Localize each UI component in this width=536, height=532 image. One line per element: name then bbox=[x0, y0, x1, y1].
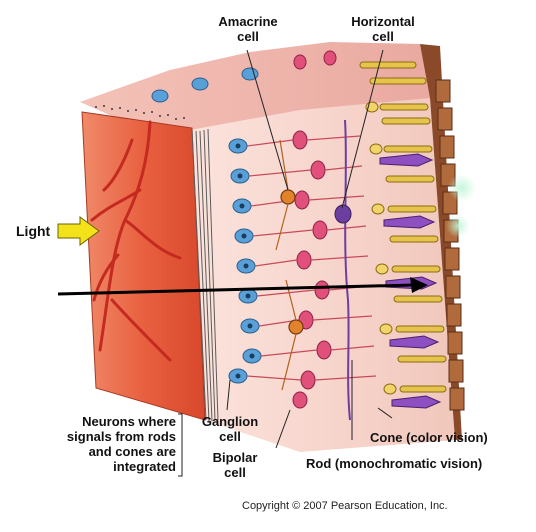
cone-label: Cone (color vision) bbox=[370, 430, 488, 445]
amacrine-cells bbox=[280, 189, 304, 335]
retina-cell-layers bbox=[190, 98, 455, 452]
neurons-label-line4: integrated bbox=[113, 459, 176, 474]
horizontal-cells bbox=[334, 119, 352, 421]
neural-processes bbox=[246, 135, 377, 381]
ganglion-nuclei bbox=[235, 143, 255, 379]
rod-cells bbox=[359, 61, 447, 393]
ganglion-label-line1: Ganglion bbox=[201, 414, 259, 429]
light-path-arrow bbox=[57, 277, 428, 296]
ganglion-label: Ganglion cell bbox=[192, 414, 268, 444]
amacrine-processes bbox=[275, 139, 297, 391]
neurons-label-line2: signals from rods bbox=[66, 429, 176, 444]
rod-label: Rod (monochromatic vision) bbox=[306, 456, 483, 471]
retina-top-surface bbox=[80, 42, 432, 150]
blood-vessels bbox=[90, 120, 182, 362]
rod-cell-bodies bbox=[365, 101, 397, 395]
horizontal-label-line2: cell bbox=[372, 29, 394, 44]
retina-front-face bbox=[81, 111, 206, 421]
leader-lines bbox=[226, 49, 393, 449]
ganglion-label-line2: cell bbox=[219, 429, 241, 444]
ganglion-cell bbox=[151, 67, 262, 384]
bipolar-label: Bipolar cell bbox=[200, 450, 270, 480]
horizontal-label-line1: Horizontal bbox=[351, 14, 415, 29]
light-glow bbox=[446, 174, 476, 238]
light-label: Light bbox=[16, 223, 51, 239]
amacrine-label-line1: Amacrine bbox=[218, 14, 278, 29]
right-arrow-icon bbox=[57, 216, 100, 246]
ganglion-cell-layer bbox=[151, 67, 262, 384]
neurons-label-line3: and cones are bbox=[88, 444, 176, 459]
bipolar-label-line1: Bipolar bbox=[212, 450, 258, 465]
pigment-cells bbox=[435, 79, 465, 411]
bipolar-label-line2: cell bbox=[224, 465, 246, 480]
nerve-fiber-strands bbox=[191, 128, 219, 422]
neurons-label: Neurons where signals from rods and cone… bbox=[28, 414, 176, 474]
horizontal-label: Horizontal cell bbox=[336, 14, 430, 44]
amacrine-label-line2: cell bbox=[237, 29, 259, 44]
amacrine-label: Amacrine cell bbox=[208, 14, 288, 44]
neurons-bracket bbox=[178, 413, 183, 477]
neurons-label-line1: Neurons where bbox=[82, 414, 176, 429]
copyright-text: Copyright © 2007 Pearson Education, Inc. bbox=[242, 500, 448, 512]
top-edge-stipple bbox=[95, 105, 185, 120]
